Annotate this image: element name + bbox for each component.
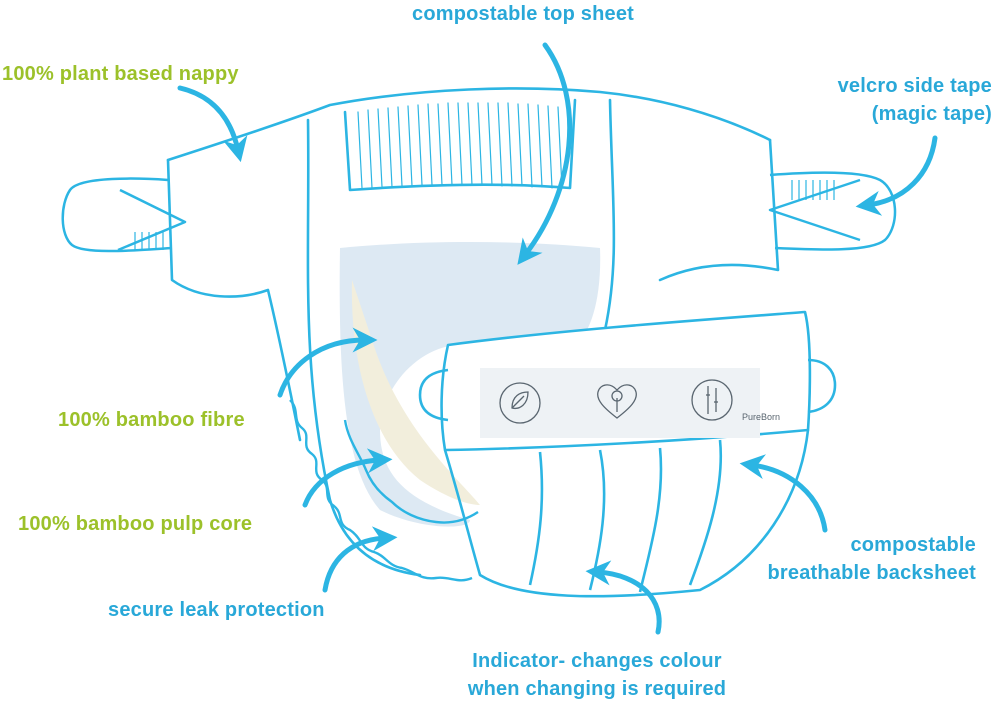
label-backsheet-line1: compostable [850,534,976,556]
label-plant-based: 100% plant based nappy [2,63,239,85]
right-side-ear [768,171,897,251]
inner-absorbent-pad [339,242,601,527]
label-bamboo-pulp: 100% bamboo pulp core [18,513,253,535]
backsheet-arrow [739,454,828,533]
bamboo-badge-icon [691,379,733,421]
label-velcro-line2: (magic tape) [871,103,992,125]
leak-arrow [322,526,398,593]
top-sheet-arrow [517,42,573,265]
leaf-badge-icon [499,382,541,424]
label-velcro-line1: velcro side tape [837,75,992,97]
label-backsheet: compostable breathable backsheet [767,533,976,585]
leg-cuff-left [289,399,473,582]
bamboo-fibre-arrow [277,327,378,398]
label-top-sheet: compostable top sheet [412,3,635,25]
label-backsheet-line2: breathable backsheet [767,562,976,584]
label-bamboo-fibre: 100% bamboo fibre [58,409,245,431]
label-indicator-line1: Indicator- changes colour [472,650,722,672]
label-leak: secure leak protection [108,599,325,621]
nappy-body [166,87,780,577]
leg-cuff-inner [343,419,479,524]
badge-strip [480,368,760,438]
velcro-arrow [855,135,938,216]
label-velcro: velcro side tape (magic tape) [838,74,992,126]
heart-tree-badge-icon [597,384,637,419]
label-indicator: Indicator- changes colour when changing … [432,649,762,701]
brand-wordmark: PureBorn [742,412,780,422]
label-indicator-line2: when changing is required [467,678,727,700]
bamboo-pulp-arrow [302,448,393,508]
callout-arrows [177,42,938,635]
plant-based-arrow [177,85,248,163]
indicator-arrow [585,560,662,635]
bamboo-pulp-core [351,280,480,505]
left-side-ear [61,177,187,253]
